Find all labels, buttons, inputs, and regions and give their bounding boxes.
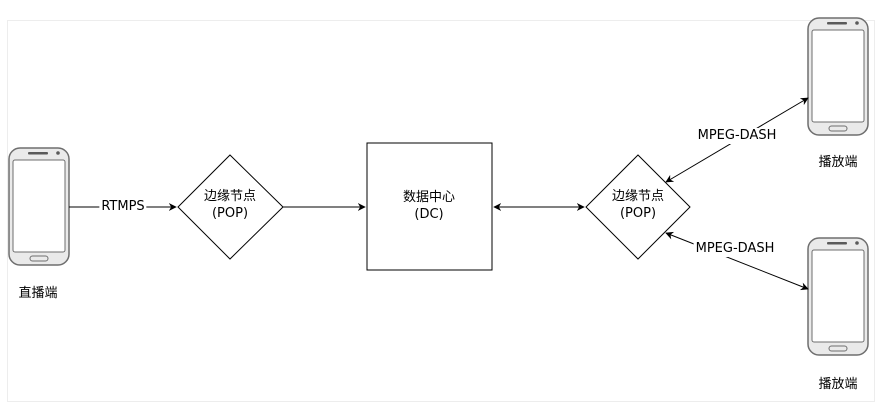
edge-node-in-shape: [177, 154, 284, 260]
datacenter-title: 数据中心: [402, 190, 456, 205]
rtmps-label: RTMPS: [99, 199, 147, 215]
broadcaster-phone-icon: [8, 147, 70, 266]
datacenter-subtitle: (DC): [414, 207, 444, 222]
broadcaster-label: 直播端: [18, 286, 58, 301]
dash-bottom-connector: [665, 231, 809, 291]
edge-node-in-subtitle: (POP): [211, 206, 249, 221]
player-top-label: 播放端: [818, 155, 858, 170]
player-top-phone-icon: [807, 17, 869, 136]
edge-node-out-subtitle: (POP): [619, 206, 657, 221]
diagram-frame: [7, 20, 875, 402]
player-bottom-phone-icon: [807, 237, 869, 356]
mpeg-dash-bottom-label: MPEG-DASH: [693, 241, 777, 257]
edge-node-out-shape: [585, 154, 691, 260]
datacenter-shape: [366, 142, 493, 271]
edge-node-out-title: 边缘节点: [611, 189, 665, 204]
mpeg-dash-top-label: MPEG-DASH: [695, 128, 779, 144]
player-bottom-label: 播放端: [818, 377, 858, 392]
edge-node-in-title: 边缘节点: [203, 189, 257, 204]
